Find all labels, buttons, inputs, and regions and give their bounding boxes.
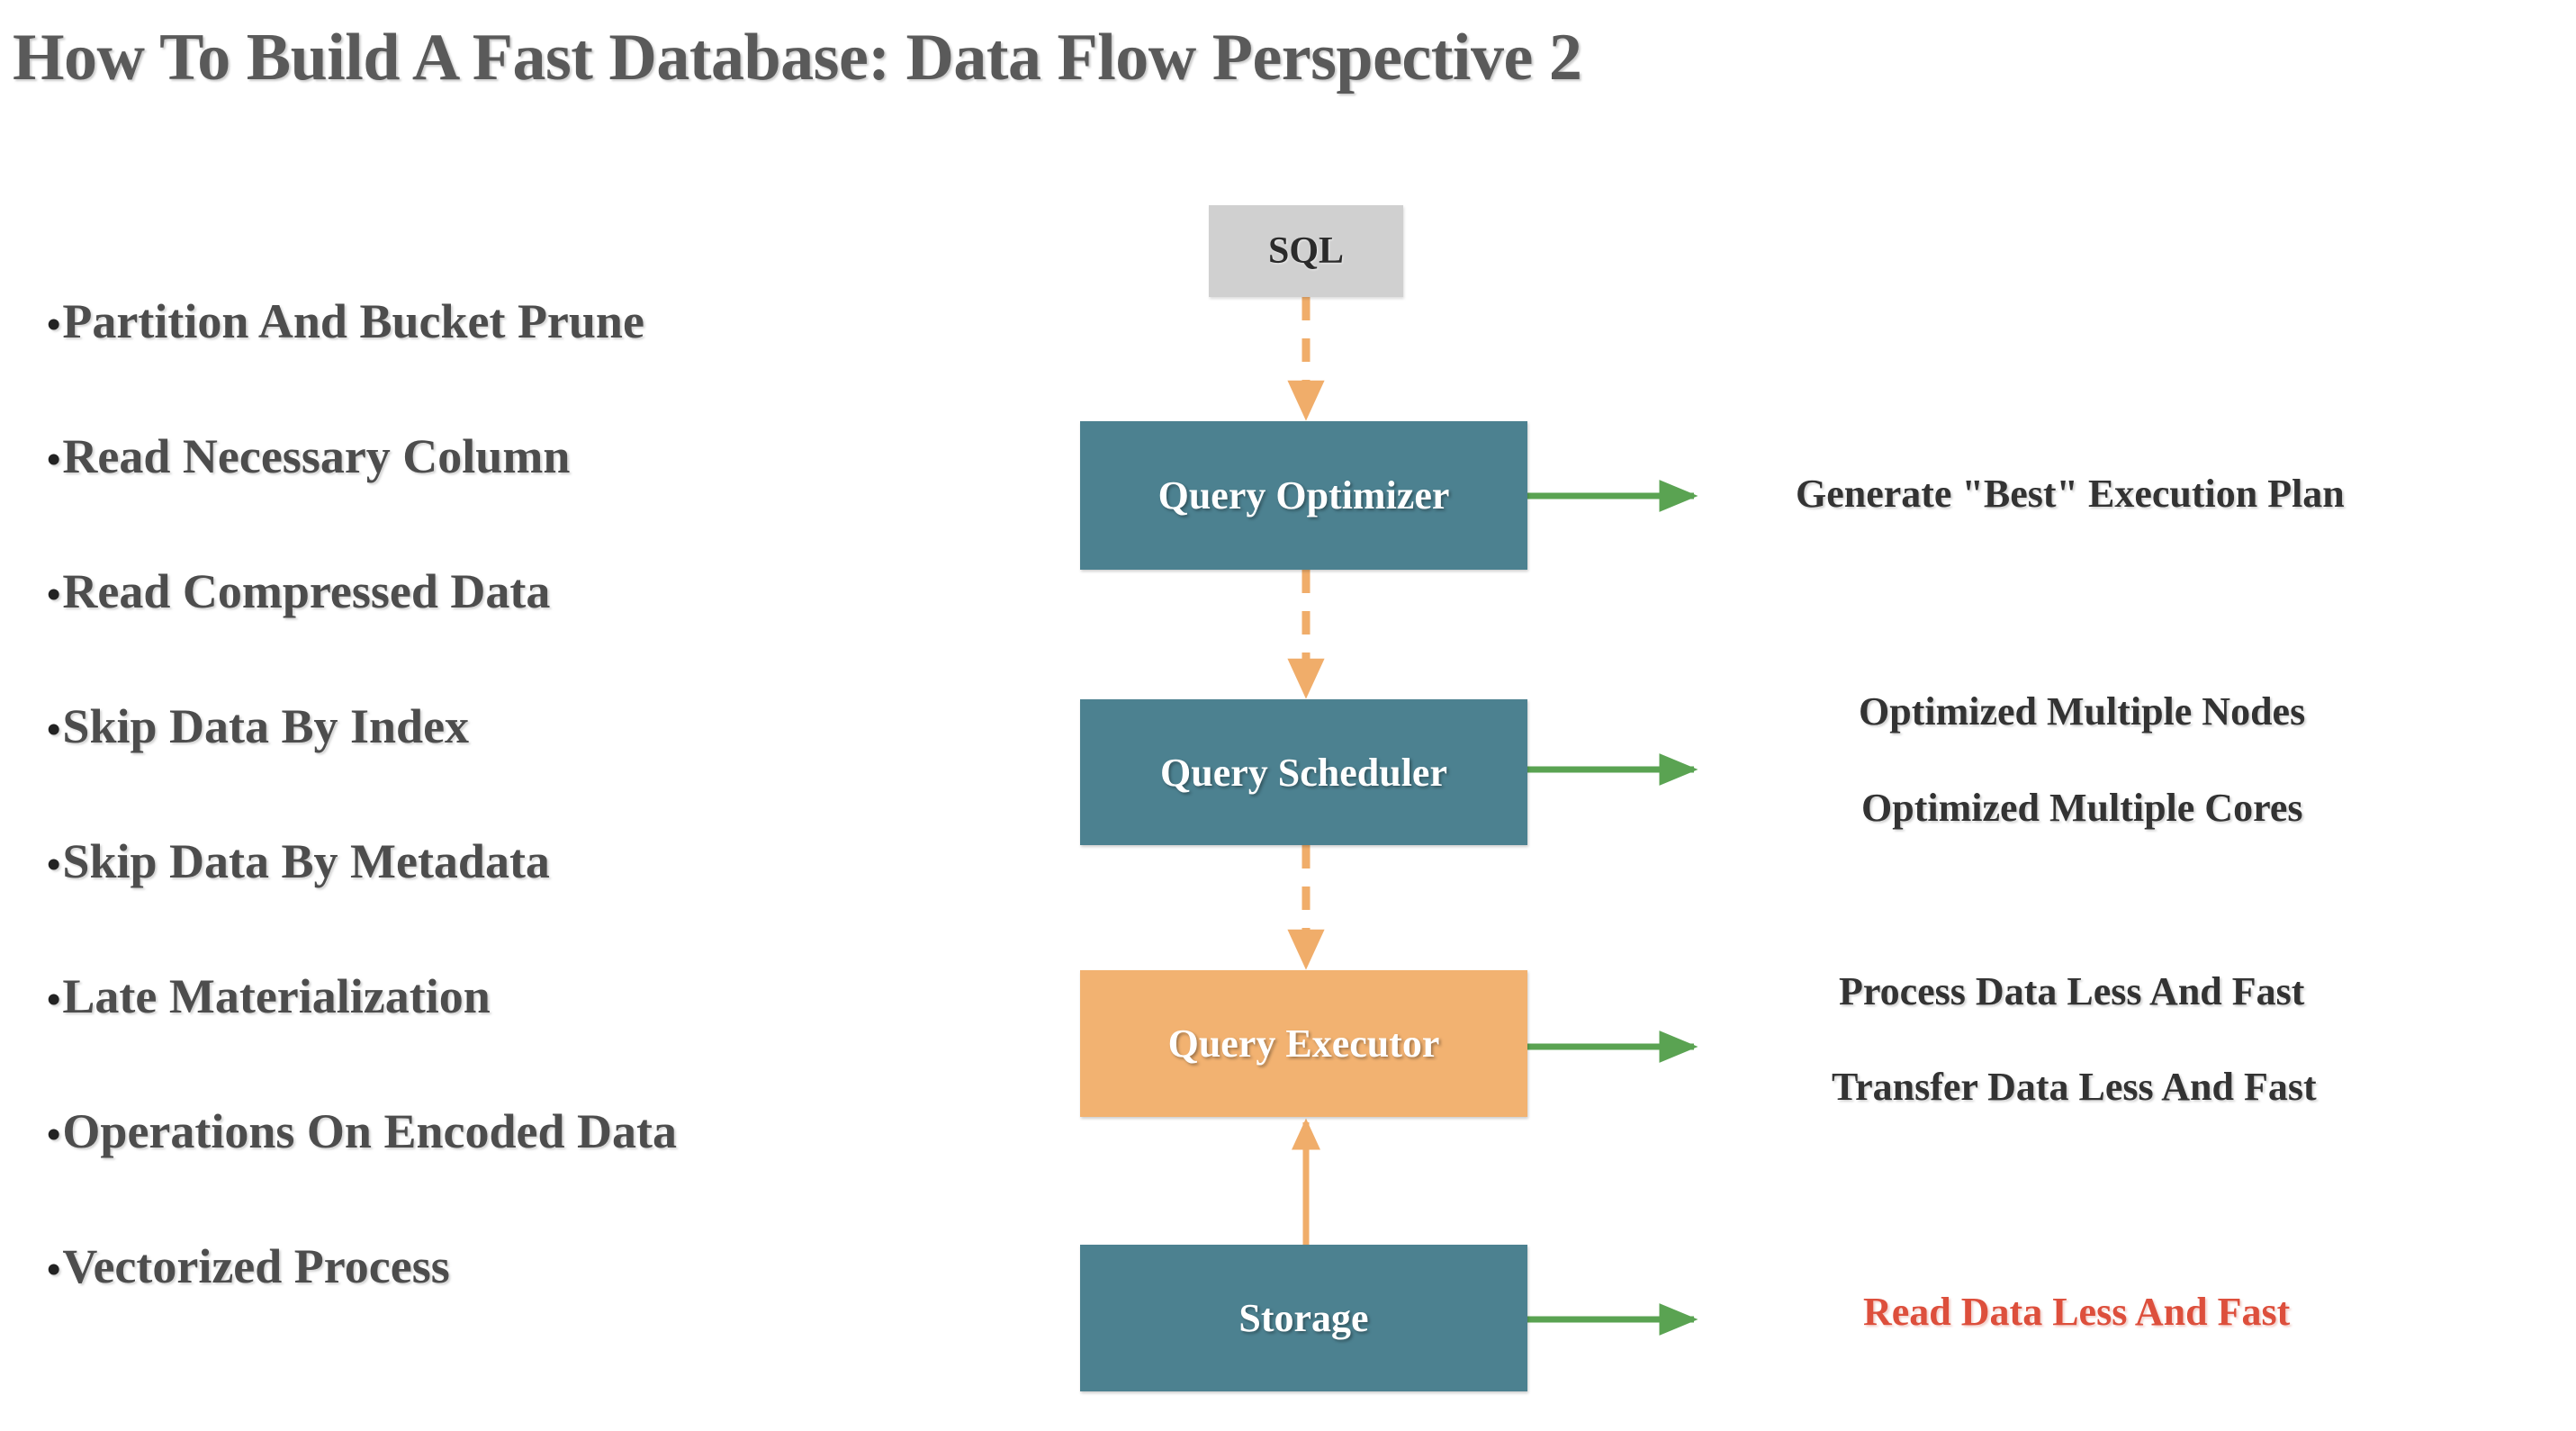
list-item: • Skip Data By Index: [47, 698, 839, 833]
list-item: • Read Necessary Column: [47, 428, 839, 563]
list-item-label: Read Necessary Column: [62, 429, 571, 483]
bullet-dot-icon: •: [47, 1112, 61, 1156]
bullet-dot-icon: •: [47, 572, 61, 616]
node-storage[interactable]: Storage: [1080, 1245, 1527, 1391]
output-label-executor-transfer: Transfer Data Less And Fast: [1832, 1065, 2317, 1109]
output-label-scheduler-cores: Optimized Multiple Cores: [1861, 786, 2303, 830]
list-item: • Partition And Bucket Prune: [47, 293, 839, 428]
node-query-executor[interactable]: Query Executor: [1080, 970, 1527, 1117]
page-title: How To Build A Fast Database: Data Flow …: [13, 21, 1582, 94]
node-query-optimizer-label: Query Optimizer: [1157, 473, 1450, 518]
list-item-label: Vectorized Process: [62, 1239, 450, 1293]
output-label-scheduler-nodes: Optimized Multiple Nodes: [1859, 689, 2306, 734]
bullet-dot-icon: •: [47, 437, 61, 482]
list-item: • Vectorized Process: [47, 1238, 839, 1373]
node-query-executor-label: Query Executor: [1167, 1022, 1440, 1066]
list-item: • Late Materialization: [47, 968, 839, 1103]
node-query-scheduler-label: Query Scheduler: [1160, 750, 1447, 795]
list-item: • Read Compressed Data: [47, 563, 839, 698]
node-storage-label: Storage: [1238, 1296, 1369, 1340]
bullet-dot-icon: •: [47, 842, 61, 886]
output-label-optimizer-plan: Generate "Best" Execution Plan: [1796, 472, 2345, 516]
list-item-label: Skip Data By Metadata: [62, 834, 550, 888]
node-sql-label: SQL: [1267, 230, 1345, 272]
node-sql[interactable]: SQL: [1209, 205, 1403, 297]
list-item-label: Late Materialization: [62, 969, 491, 1023]
bullet-dot-icon: •: [47, 1247, 61, 1292]
output-label-executor-process: Process Data Less And Fast: [1839, 969, 2305, 1013]
node-query-optimizer[interactable]: Query Optimizer: [1080, 421, 1527, 570]
list-item-label: Operations On Encoded Data: [62, 1104, 677, 1158]
node-query-scheduler[interactable]: Query Scheduler: [1080, 699, 1527, 845]
bullet-dot-icon: •: [47, 302, 61, 346]
list-item: • Skip Data By Metadata: [47, 833, 839, 968]
bullet-dot-icon: •: [47, 707, 61, 752]
list-item: • Operations On Encoded Data: [47, 1103, 839, 1238]
list-item-label: Partition And Bucket Prune: [62, 294, 644, 348]
output-label-storage-read: Read Data Less And Fast: [1863, 1290, 2291, 1334]
bullet-dot-icon: •: [47, 977, 61, 1022]
bullet-list: • Partition And Bucket Prune • Read Nece…: [47, 293, 839, 1373]
list-item-label: Skip Data By Index: [62, 699, 470, 753]
list-item-label: Read Compressed Data: [62, 564, 551, 618]
